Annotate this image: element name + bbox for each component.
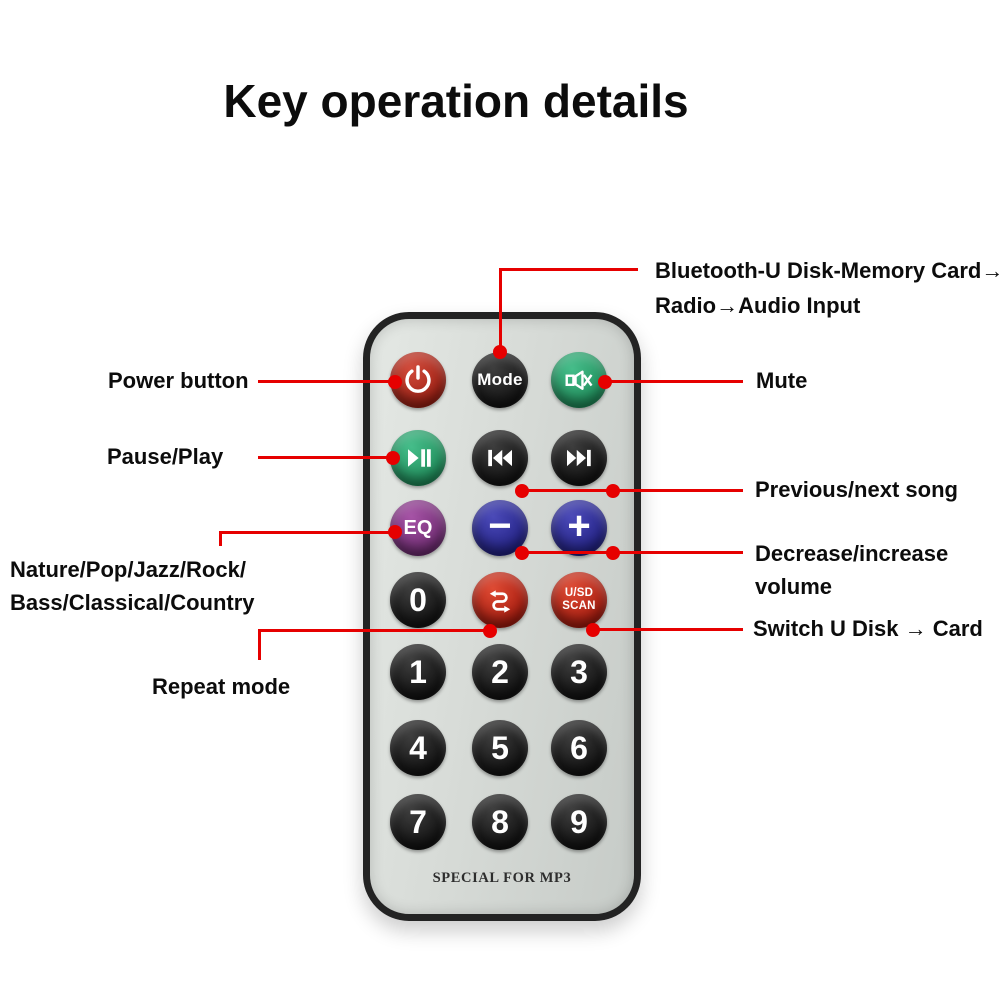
annotation-line-repeat xyxy=(258,629,492,632)
label-repeat-mode: Repeat mode xyxy=(152,674,291,699)
minus-icon: − xyxy=(488,504,512,548)
next-button xyxy=(551,430,607,486)
annotation-dot-pause-play xyxy=(386,451,400,465)
annotation-elbow-eq xyxy=(219,531,222,546)
digit-8-label: 8 xyxy=(491,803,509,840)
usd-scan-label-line2: SCAN xyxy=(562,600,596,612)
annotation-dot-volume-down xyxy=(515,546,529,560)
digit-2-button: 2 xyxy=(472,644,528,700)
annotation-dot-usd-switch xyxy=(586,623,600,637)
digit-2-label: 2 xyxy=(491,653,509,690)
next-icon xyxy=(564,443,594,473)
usd-scan-label-line1: U/SD xyxy=(564,587,594,600)
digit-4-label: 4 xyxy=(409,729,427,766)
digit-0-button: 0 xyxy=(390,572,446,628)
label-pause-play: Pause/Play xyxy=(107,444,224,469)
remote-brand-text: SPECIAL FOR MP3 xyxy=(432,870,572,886)
digit-4-button: 4 xyxy=(390,720,446,776)
remote-control-body: Mode xyxy=(363,312,641,921)
volume-up-button: + xyxy=(551,500,607,556)
annotation-dot-power xyxy=(388,375,402,389)
previous-button xyxy=(472,430,528,486)
annotation-dot-next xyxy=(606,484,620,498)
annotation-elbow-repeat xyxy=(258,629,261,660)
label-power-button: Power button xyxy=(108,368,249,393)
annotation-line-usd-switch xyxy=(591,628,743,631)
annotation-line-mode xyxy=(499,268,638,271)
page-title: Key operation details xyxy=(223,75,689,127)
mode-button-label: Mode xyxy=(477,370,523,389)
label-mode-cycle-line1: Bluetooth-U Disk-Memory Card→ xyxy=(655,258,1001,283)
digit-5-label: 5 xyxy=(491,729,509,766)
previous-icon xyxy=(485,443,515,473)
mute-icon xyxy=(563,364,595,396)
annotation-line-prev-next xyxy=(520,489,743,492)
annotation-dot-eq xyxy=(388,525,402,539)
annotation-dot-previous xyxy=(515,484,529,498)
annotation-vline-mode xyxy=(499,269,502,354)
annotation-line-volume xyxy=(520,551,743,554)
digit-8-button: 8 xyxy=(472,794,528,850)
mute-button xyxy=(551,352,607,408)
play-pause-icon xyxy=(403,443,433,473)
usd-scan-button: U/SD SCAN xyxy=(551,572,607,628)
digit-1-button: 1 xyxy=(390,644,446,700)
annotation-line-eq xyxy=(219,531,397,534)
repeat-button xyxy=(472,572,528,628)
digit-9-button: 9 xyxy=(551,794,607,850)
mode-button: Mode xyxy=(472,352,528,408)
annotation-dot-mute xyxy=(598,375,612,389)
label-volume-line2: volume xyxy=(755,574,833,599)
digit-3-button: 3 xyxy=(551,644,607,700)
label-prev-next-song: Previous/next song xyxy=(755,477,958,502)
annotation-dot-volume-up xyxy=(606,546,620,560)
annotation-dot-repeat xyxy=(483,624,497,638)
digit-9-label: 9 xyxy=(570,803,588,840)
power-icon xyxy=(402,364,434,396)
repeat-icon xyxy=(485,585,515,615)
label-mode-cycle-line2: Radio→Audio Input xyxy=(655,293,861,318)
annotation-line-pause-play xyxy=(258,456,395,459)
annotation-dot-mode xyxy=(493,345,507,359)
digit-5-button: 5 xyxy=(472,720,528,776)
label-eq-line1: Nature/Pop/Jazz/Rock/ xyxy=(10,557,246,582)
label-mute: Mute xyxy=(756,368,808,393)
digit-6-button: 6 xyxy=(551,720,607,776)
annotation-line-power xyxy=(258,380,397,383)
label-usd-switch: Switch U Disk → Card xyxy=(753,616,983,641)
plus-icon: + xyxy=(567,504,591,548)
digit-3-label: 3 xyxy=(570,653,588,690)
label-eq-line2: Bass/Classical/Country xyxy=(10,590,255,615)
digit-6-label: 6 xyxy=(570,729,588,766)
digit-7-label: 7 xyxy=(409,803,427,840)
digit-7-button: 7 xyxy=(390,794,446,850)
label-volume-line1: Decrease/increase xyxy=(755,541,949,566)
digit-0-label: 0 xyxy=(409,581,427,618)
eq-button-label: EQ xyxy=(403,516,433,539)
digit-1-label: 1 xyxy=(409,653,427,690)
annotation-line-mute xyxy=(603,380,743,383)
